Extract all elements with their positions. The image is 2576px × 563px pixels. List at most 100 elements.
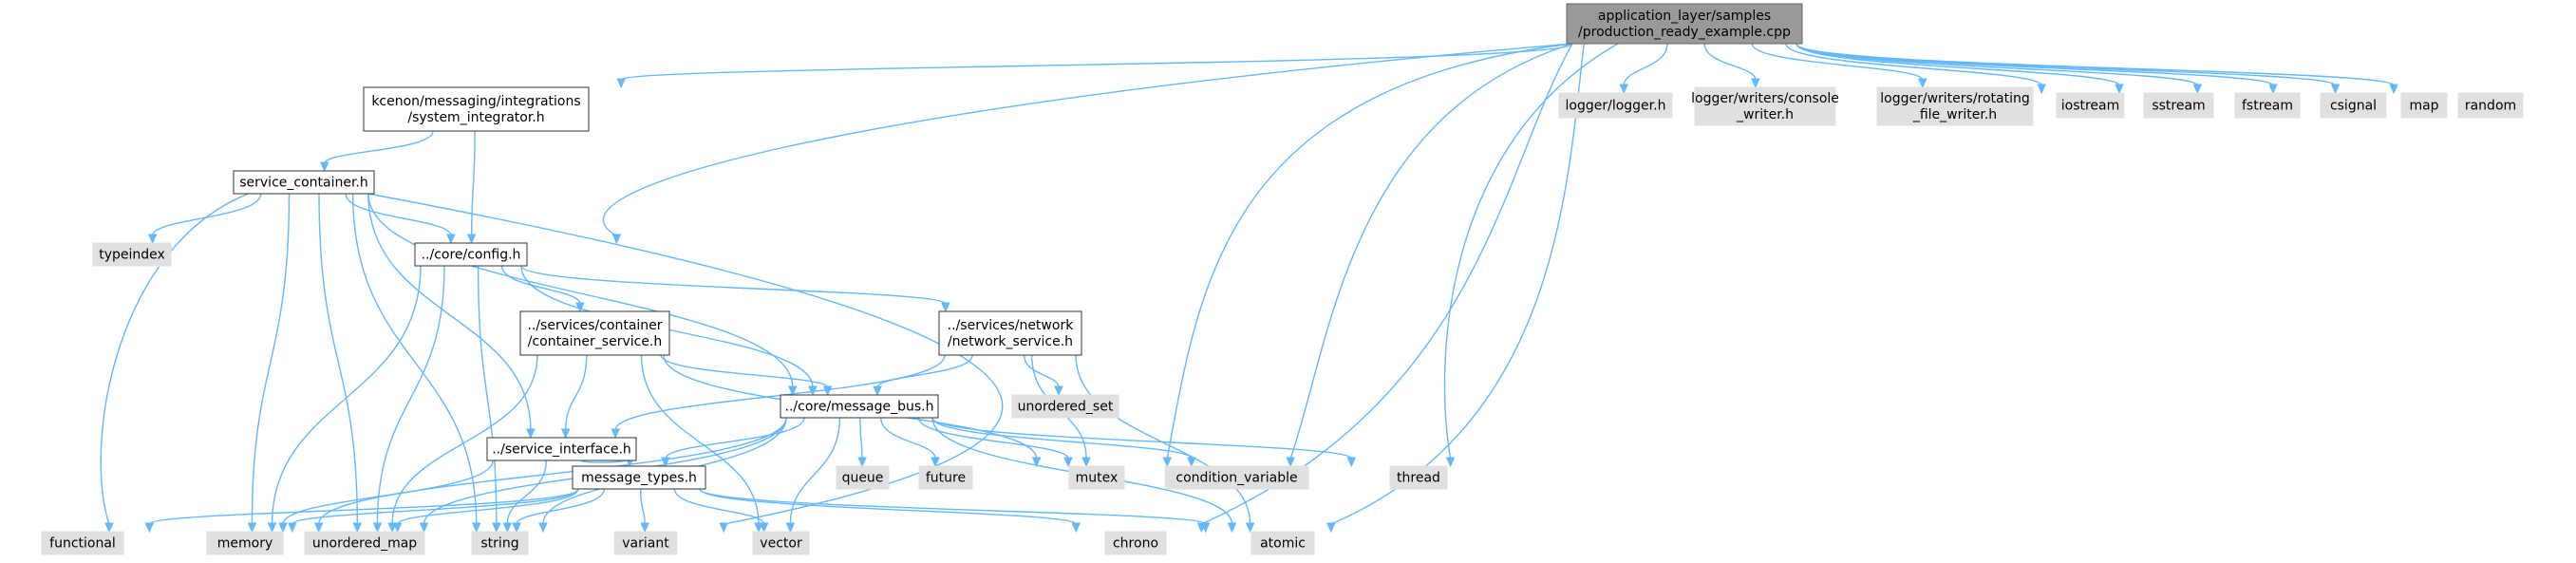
node-label: ../services/network xyxy=(948,318,1075,333)
edge-message_bus-to-message_types xyxy=(665,417,805,460)
node-csignal: csignal xyxy=(2320,92,2387,119)
arrowhead-message_bus-to-queue xyxy=(857,457,867,468)
node-sstream: sstream xyxy=(2143,92,2214,119)
node-container-service[interactable]: ../services/container/container_service.… xyxy=(519,310,670,356)
arrowhead-message_types-to-variant xyxy=(640,522,649,534)
edge-container_service-to-unordered_map xyxy=(391,354,538,525)
node-label: memory xyxy=(217,536,273,552)
node-box xyxy=(304,531,425,555)
edge-config-to-container_service xyxy=(500,265,581,305)
edges-layer xyxy=(100,43,2398,534)
node-box xyxy=(92,242,172,267)
edge-network_service-to-message_bus xyxy=(876,354,973,388)
arrowhead-message_types-to-unordered_map xyxy=(392,522,403,534)
node-message-types[interactable]: message_types.h xyxy=(572,465,706,490)
edge-root-to-rotating_writer xyxy=(1751,43,1924,81)
edge-service_container-to-functional xyxy=(100,193,250,525)
edge-container_service-to-vector xyxy=(640,354,760,525)
node-label: ../core/message_bus.h xyxy=(785,400,934,415)
edge-system_integrator-to-config xyxy=(470,130,476,236)
arrowhead-message_bus-to-unordered_map xyxy=(419,522,429,534)
node-box xyxy=(1011,394,1119,419)
node-rotating-writer: logger/writers/rotating_file_writer.h xyxy=(1876,86,2034,126)
node-label: _writer.h xyxy=(1736,107,1794,122)
edge-message_types-to-memory xyxy=(291,488,579,525)
node-label: future xyxy=(926,471,966,486)
edge-container_service-to-service_interface xyxy=(565,354,588,431)
edge-message_bus-to-memory xyxy=(317,417,787,525)
edge-root-to-iostream xyxy=(1785,43,2042,86)
arrowhead-service_interface-to-memory xyxy=(278,522,288,534)
edge-message_types-to-functional xyxy=(148,488,579,525)
node-box xyxy=(2056,92,2125,119)
node-box xyxy=(752,531,810,555)
node-service-interface[interactable]: ../service_interface.h xyxy=(486,437,637,461)
edge-config-to-unordered_map xyxy=(376,265,445,525)
node-label: thread xyxy=(1397,471,1440,486)
node-logger: logger/logger.h xyxy=(1558,92,1673,119)
arrowhead-root-to-atomic xyxy=(1326,522,1336,534)
node-box xyxy=(206,531,284,555)
node-message-bus[interactable]: ../core/message_bus.h xyxy=(780,394,939,419)
node-variant: variant xyxy=(613,531,678,555)
node-box xyxy=(1876,86,2034,126)
arrowhead-network_service-to-message_bus xyxy=(873,385,882,397)
node-chrono: chrono xyxy=(1104,531,1167,555)
edge-network_service-to-unordered_set xyxy=(1023,354,1060,388)
node-label: mutex xyxy=(1076,471,1119,486)
node-typeindex: typeindex xyxy=(92,242,172,267)
arrowhead-config-to-unordered_map xyxy=(372,522,383,534)
edge-config-to-network_service xyxy=(520,265,947,305)
arrowhead-root-to-random xyxy=(2389,84,2398,95)
node-label: variant xyxy=(622,536,669,552)
edge-config-to-memory xyxy=(271,265,422,525)
node-box xyxy=(1558,92,1673,119)
edge-message_bus-to-vector xyxy=(789,417,841,525)
node-label: ../service_interface.h xyxy=(492,442,631,458)
edge-root-to-condition_variable xyxy=(1289,43,1573,460)
arrowhead-container_service-to-unordered_map xyxy=(387,522,397,534)
arrowhead-container_service-to-mutex xyxy=(1031,457,1042,468)
node-network-service[interactable]: ../services/network/network_service.h xyxy=(938,310,1082,356)
arrowhead-message_types-to-string xyxy=(512,522,521,534)
node-unordered-set: unordered_set xyxy=(1011,394,1119,419)
arrowhead-config-to-network_service xyxy=(941,302,950,313)
node-box xyxy=(572,465,706,490)
node-console-writer: logger/writers/console_writer.h xyxy=(1691,86,1839,126)
node-box xyxy=(414,242,528,267)
edge-message_types-to-string xyxy=(516,488,606,525)
node-box xyxy=(918,465,973,490)
node-label: map xyxy=(2409,99,2438,114)
arrowhead-service_container-to-string xyxy=(471,522,481,534)
edge-root-to-thread xyxy=(1443,43,1619,460)
node-service-container[interactable]: service_container.h xyxy=(233,170,375,195)
arrowhead-service_interface-to-string xyxy=(502,522,513,534)
arrowhead-root-to-logger xyxy=(1619,84,1628,95)
node-fstream: fstream xyxy=(2234,92,2301,119)
node-system-integrator[interactable]: kcenon/messaging/integrations/system_int… xyxy=(363,86,590,132)
node-config[interactable]: ../core/config.h xyxy=(414,242,528,267)
node-root[interactable]: application_layer/samples/production_rea… xyxy=(1566,3,1803,45)
edge-service_interface-to-string xyxy=(506,460,547,525)
node-box xyxy=(1566,3,1803,45)
node-label: logger/writers/console xyxy=(1691,91,1839,106)
edge-service_container-to-string xyxy=(351,193,478,525)
edge-service_interface-to-memory xyxy=(282,460,494,525)
node-box xyxy=(1694,86,1836,126)
edge-root-to-mutex xyxy=(1166,43,1573,460)
arrowhead-message_types-to-memory xyxy=(288,522,297,534)
edge-message_bus-to-future xyxy=(880,417,936,460)
arrowhead-root-to-console_writer xyxy=(1751,78,1760,89)
arrowhead-config-to-string xyxy=(492,522,501,534)
edge-network_service-to-service_interface xyxy=(614,354,946,431)
node-box xyxy=(471,531,529,555)
node-box xyxy=(519,310,670,356)
arrowhead-message_bus-to-memory xyxy=(313,522,324,534)
arrowhead-message_bus-to-condition_variable xyxy=(1187,457,1196,468)
node-box xyxy=(1389,465,1448,490)
node-box xyxy=(1250,531,1315,555)
node-box xyxy=(613,531,678,555)
node-condition-variable: condition_variable xyxy=(1164,465,1309,490)
node-atomic: atomic xyxy=(1250,531,1315,555)
node-box xyxy=(2457,92,2524,119)
